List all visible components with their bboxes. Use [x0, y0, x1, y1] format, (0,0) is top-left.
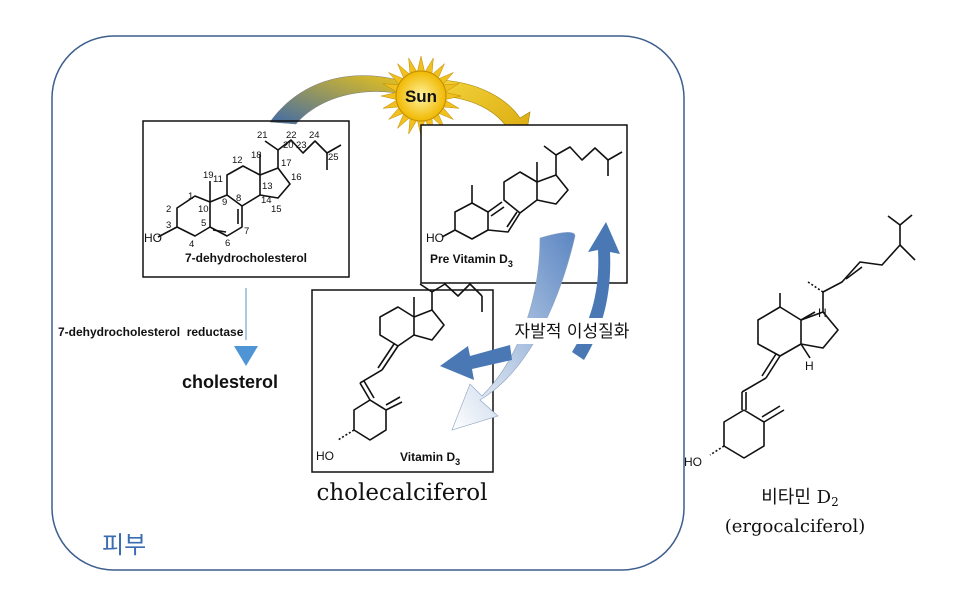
uv-arrow-in	[269, 75, 403, 125]
isomerization-label-bg	[503, 318, 641, 344]
atom-number: 23	[296, 140, 307, 151]
atom-number: 20	[283, 140, 294, 151]
d2-hydroxyl: HO	[684, 455, 702, 469]
isomerization-up-arrow	[572, 222, 620, 360]
atom-number: 12	[232, 155, 243, 166]
sun-disc	[395, 70, 447, 122]
vitamin-d3-box	[311, 289, 494, 473]
atom-number: 21	[257, 130, 268, 141]
atom-number: 14	[261, 195, 272, 206]
vitamin-d3-structure	[337, 283, 483, 441]
vitamin-d2-label: 비타민 D2	[761, 487, 838, 509]
atom-number: 17	[281, 158, 292, 169]
atom-number: 18	[251, 150, 262, 161]
isomerization-label: 자발적 이성질화	[515, 322, 630, 342]
atom-number: 9	[222, 197, 227, 208]
dehydrocholesterol-structure	[157, 139, 342, 238]
enzyme-label: 7-dehydrocholesterol reductase	[58, 325, 244, 339]
atom-number: 22	[286, 130, 297, 141]
skin-label: 피부	[102, 531, 146, 559]
d2-hydrogen-bottom: H	[805, 359, 814, 373]
atom-number: 2	[166, 204, 171, 215]
dhc-hydroxyl: HO	[144, 231, 162, 245]
conversion-left-arrow	[440, 345, 512, 380]
skin-region-border	[51, 35, 685, 571]
atom-number: 5	[201, 218, 206, 229]
atom-number: 25	[328, 152, 339, 163]
vitamin-d3-label: Vitamin D3	[400, 450, 460, 467]
cholesterol-label: cholesterol	[182, 372, 278, 392]
enzyme-arrow-head	[234, 346, 258, 366]
atom-number: 4	[189, 239, 194, 250]
atom-number: 6	[225, 238, 230, 249]
previtamin-structure	[441, 145, 623, 240]
d2-hydrogen-top: H	[818, 306, 827, 320]
atom-number: 1	[188, 191, 193, 202]
cholecalciferol-label: cholecalciferol	[316, 480, 487, 506]
atom-number: 16	[291, 172, 302, 183]
atom-number: 15	[271, 204, 282, 215]
previtamin-label: Pre Vitamin D3	[430, 252, 513, 269]
dhc-label: 7-dehydrocholesterol	[185, 251, 307, 265]
vitamin-d2-structure	[709, 214, 916, 459]
previtamin-hydroxyl: HO	[426, 231, 444, 245]
atom-number: 19	[203, 170, 214, 181]
atom-number: 24	[309, 130, 320, 141]
atom-number: 8	[236, 193, 241, 204]
atom-number: 7	[244, 226, 249, 237]
atom-number: 13	[262, 181, 273, 192]
atom-number: 11	[213, 174, 223, 185]
sun-label: Sun	[405, 87, 437, 106]
atom-number: 3	[166, 220, 171, 231]
sun-ray	[416, 55, 426, 73]
sun-ray	[380, 91, 398, 101]
ergocalciferol-label: (ergocalciferol)	[725, 516, 866, 537]
dehydrocholesterol-box	[142, 120, 350, 278]
vitamin-d3-hydroxyl: HO	[316, 449, 334, 463]
previtamin-box	[420, 124, 628, 284]
atom-number: 10	[198, 204, 209, 215]
